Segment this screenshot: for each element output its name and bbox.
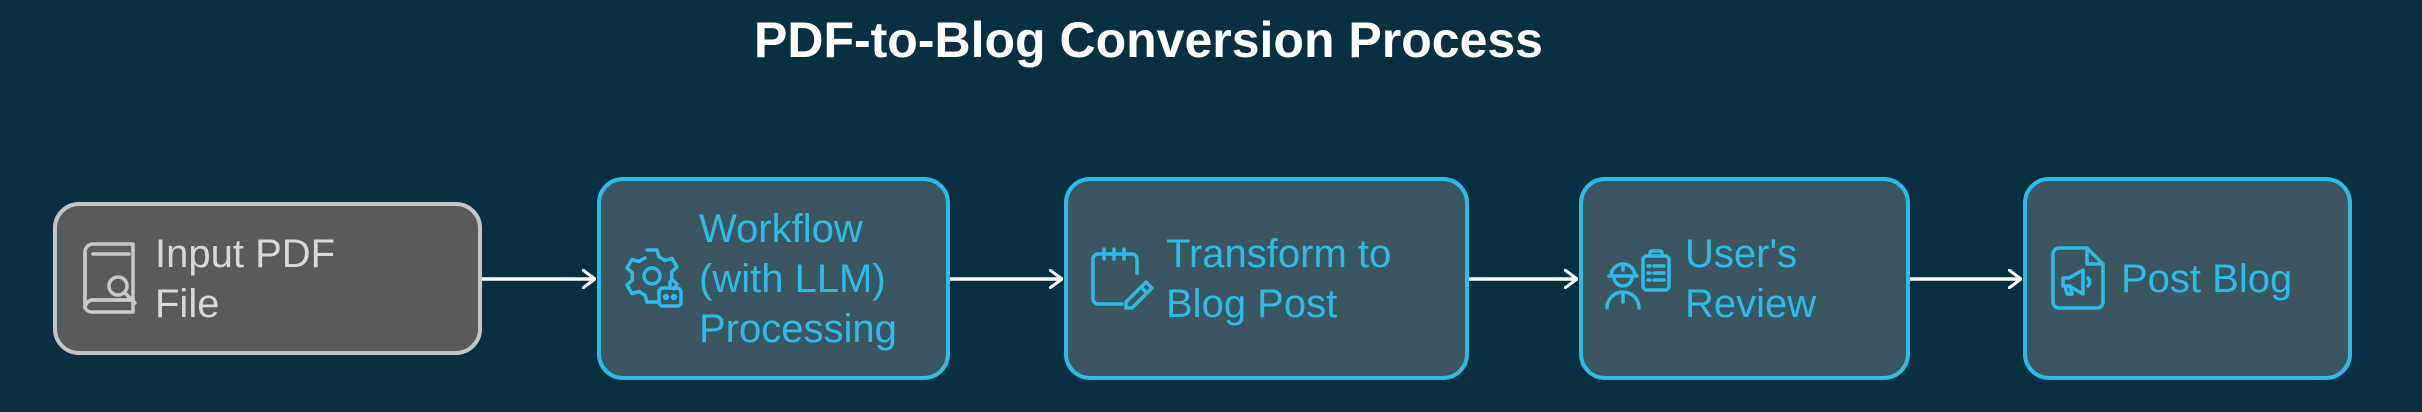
node-transform-label: Transform to Blog Post xyxy=(1166,231,1392,326)
node-review-label: User's Review xyxy=(1685,231,1817,326)
node-transform[interactable]: Transform to Blog Post xyxy=(1064,177,1469,380)
megaphone-document-icon xyxy=(2047,244,2109,314)
gear-robot-icon xyxy=(621,246,687,312)
node-post[interactable]: Post Blog xyxy=(2023,177,2352,380)
node-post-label: Post Blog xyxy=(2121,256,2293,301)
node-input-pdf-label: Input PDF File xyxy=(155,231,336,326)
diagram-title: PDF-to-Blog Conversion Process xyxy=(754,12,1543,68)
node-workflow[interactable]: Workflow (with LLM) Processing xyxy=(597,177,950,380)
node-workflow-label: Workflow (with LLM) Processing xyxy=(699,206,897,351)
book-search-icon xyxy=(79,241,143,316)
node-review[interactable]: User's Review xyxy=(1579,177,1910,380)
worker-clipboard-icon xyxy=(1603,246,1673,312)
notepad-pencil-icon xyxy=(1088,246,1154,312)
node-input-pdf[interactable]: Input PDF File xyxy=(53,202,482,355)
